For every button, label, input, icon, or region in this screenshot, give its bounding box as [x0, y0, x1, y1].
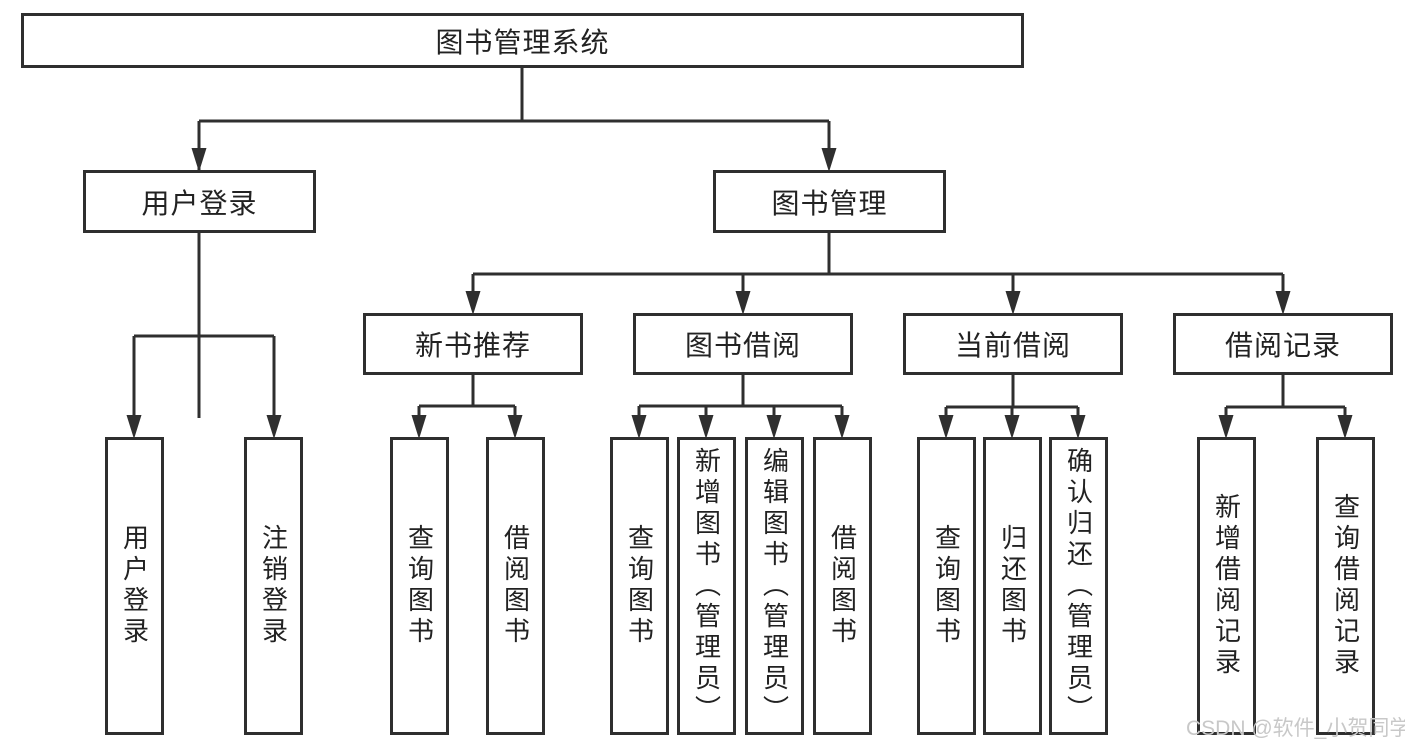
- node-user-login: 用户登录: [83, 170, 316, 233]
- leaf-newbook-borrow-books-label: 借阅图书: [500, 524, 531, 648]
- node-user-login-label: 用户登录: [141, 187, 258, 219]
- leaf-record-query-borrow-record-label: 查询借阅记录: [1330, 493, 1361, 679]
- node-book-borrow-label: 图书借阅: [684, 330, 801, 361]
- node-root: 图书管理系统: [21, 13, 1024, 68]
- leaf-borrow-borrow-books-label: 借阅图书: [827, 524, 858, 648]
- leaf-borrow-borrow-books: 借阅图书: [813, 437, 872, 735]
- leaf-logout: 注销登录: [244, 437, 303, 735]
- arrowhead-icon: [1275, 291, 1291, 315]
- arrowhead-icon: [191, 148, 207, 172]
- leaf-current-query-books-label: 查询图书: [931, 524, 962, 648]
- node-book-management-label: 图书管理: [771, 187, 888, 219]
- leaf-newbook-query-books: 查询图书: [390, 437, 449, 735]
- arrowhead-icon: [1337, 415, 1353, 439]
- arrowhead-icon: [465, 291, 481, 315]
- arrowhead-icon: [698, 415, 714, 439]
- leaf-current-confirm-return-admin-label: 确认归还（管理员）: [1063, 446, 1094, 726]
- arrowhead-icon: [411, 415, 427, 439]
- leaf-current-query-books: 查询图书: [917, 437, 976, 735]
- leaf-record-add-borrow-record-label: 新增借阅记录: [1211, 493, 1242, 679]
- leaf-borrow-edit-books-admin: 编辑图书（管理员）: [745, 437, 804, 735]
- arrowhead-icon: [1004, 415, 1020, 439]
- node-borrow-record-label: 借阅记录: [1224, 330, 1341, 361]
- node-book-borrow: 图书借阅: [633, 313, 853, 375]
- leaf-current-return-books-label: 归还图书: [997, 524, 1028, 648]
- arrowheads: [126, 148, 1353, 439]
- connector-stems: [132, 68, 1347, 418]
- leaf-logout-label: 注销登录: [258, 524, 289, 648]
- node-new-book-recommend: 新书推荐: [363, 313, 583, 375]
- leaf-current-return-books: 归还图书: [983, 437, 1042, 735]
- arrowhead-icon: [938, 415, 954, 439]
- arrowhead-icon: [1005, 291, 1021, 315]
- node-root-label: 图书管理系统: [435, 26, 610, 58]
- arrowhead-icon: [766, 415, 782, 439]
- leaf-user-login: 用户登录: [105, 437, 164, 735]
- leaf-borrow-query-books: 查询图书: [610, 437, 669, 735]
- leaf-newbook-borrow-books: 借阅图书: [486, 437, 545, 735]
- leaf-user-login-label: 用户登录: [119, 524, 150, 648]
- leaf-record-add-borrow-record: 新增借阅记录: [1197, 437, 1256, 735]
- arrowhead-icon: [1218, 415, 1234, 439]
- leaf-current-confirm-return-admin: 确认归还（管理员）: [1049, 437, 1108, 735]
- arrowhead-icon: [126, 415, 142, 439]
- leaf-borrow-add-books-admin: 新增图书（管理员）: [677, 437, 736, 735]
- arrowhead-icon: [821, 148, 837, 172]
- leaf-borrow-edit-books-admin-label: 编辑图书（管理员）: [759, 446, 790, 726]
- arrowhead-icon: [834, 415, 850, 439]
- leaf-newbook-query-books-label: 查询图书: [404, 524, 435, 648]
- leaf-borrow-add-books-admin-label: 新增图书（管理员）: [691, 446, 722, 726]
- arrowhead-icon: [507, 415, 523, 439]
- node-current-borrow-label: 当前借阅: [954, 330, 1071, 361]
- arrowhead-icon: [735, 291, 751, 315]
- node-new-book-recommend-label: 新书推荐: [414, 330, 531, 361]
- csdn-watermark: CSDN @软件_小贺同学: [1186, 717, 1405, 740]
- node-book-management: 图书管理: [713, 170, 946, 233]
- arrowhead-icon: [1070, 415, 1086, 439]
- node-borrow-record: 借阅记录: [1173, 313, 1393, 375]
- leaf-borrow-query-books-label: 查询图书: [624, 524, 655, 648]
- leaf-record-query-borrow-record: 查询借阅记录: [1316, 437, 1375, 735]
- arrowhead-icon: [631, 415, 647, 439]
- node-current-borrow: 当前借阅: [903, 313, 1123, 375]
- arrowhead-icon: [266, 415, 282, 439]
